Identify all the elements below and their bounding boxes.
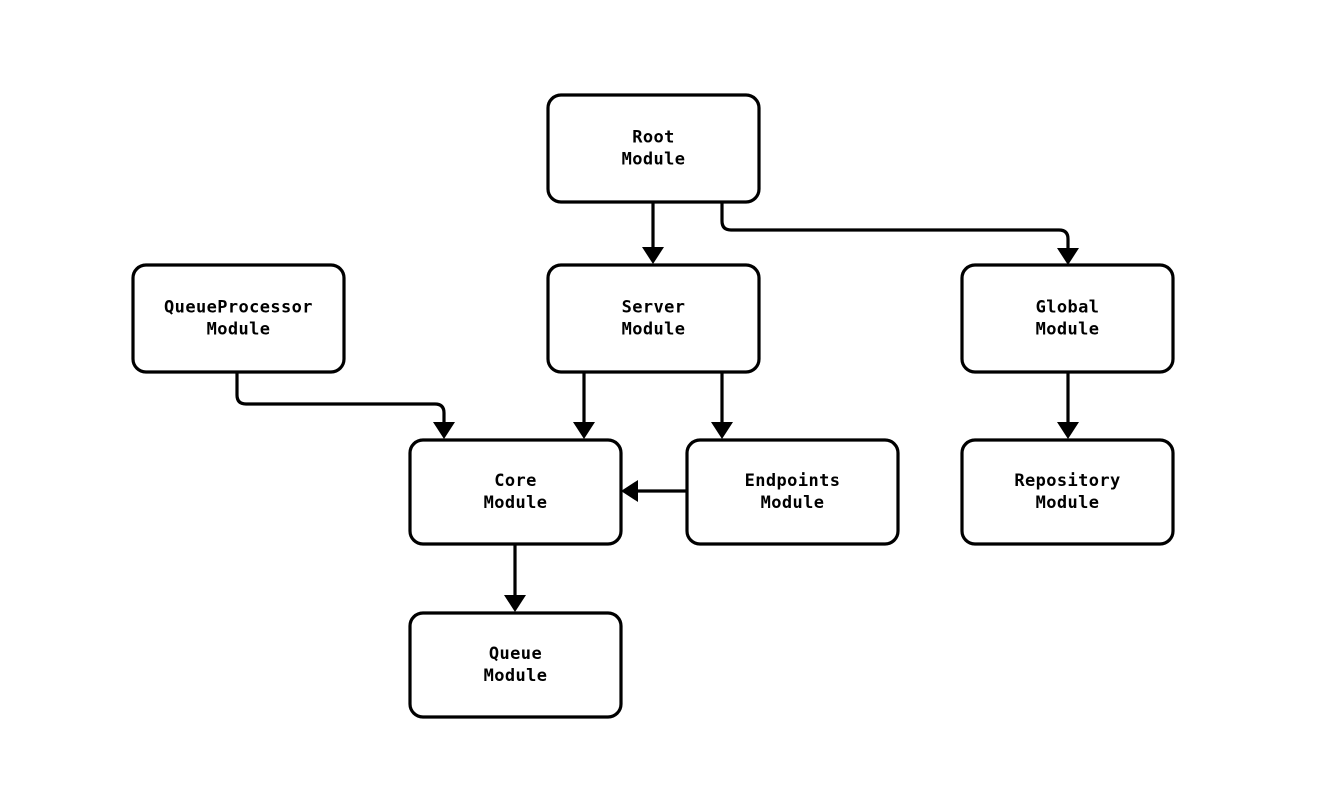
edge-root-to-global (720, 202, 1079, 265)
arrowhead-icon (642, 247, 664, 264)
edges-layer (235, 202, 1079, 612)
edge-server-to-core (573, 372, 595, 439)
node-label-primary: Queue (489, 644, 542, 664)
node-label-primary: Endpoints (745, 471, 841, 491)
node-label-primary: Root (632, 128, 675, 148)
node-label-primary: QueueProcessor (164, 298, 313, 318)
node-label-primary: Repository (1014, 471, 1120, 491)
arrowhead-icon (1057, 248, 1079, 265)
node-label-primary: Global (1036, 298, 1100, 318)
node-label-secondary: Module (1036, 320, 1100, 340)
node-label-primary: Server (622, 298, 686, 318)
node-box[interactable] (960, 438, 1175, 546)
arrowhead-icon (573, 422, 595, 439)
node-label-secondary: Module (484, 666, 548, 686)
node-label-primary: Core (494, 471, 537, 491)
node-box[interactable] (960, 263, 1175, 374)
node-label-secondary: Module (207, 320, 271, 340)
arrowhead-icon (433, 422, 455, 439)
edge-root-to-server (642, 202, 664, 264)
node-label-secondary: Module (484, 493, 548, 513)
node-box[interactable] (546, 263, 761, 374)
node-label-secondary: Module (622, 320, 686, 340)
edge-server-to-endpoints (711, 372, 733, 439)
edge-global-to-repository (1057, 372, 1079, 439)
node-box[interactable] (408, 438, 623, 546)
node-label-secondary: Module (622, 150, 686, 170)
node-box[interactable] (131, 263, 346, 374)
node-label-secondary: Module (1036, 493, 1100, 513)
arrowhead-icon (1057, 422, 1079, 439)
edge-endpoints-to-core (621, 480, 687, 502)
node-label-secondary: Module (761, 493, 825, 513)
arrowhead-icon (621, 480, 638, 502)
edge-queueprocessor-to-core (235, 372, 455, 439)
edge-line (235, 372, 446, 425)
node-box[interactable] (408, 611, 623, 719)
arrowhead-icon (711, 422, 733, 439)
node-box[interactable] (685, 438, 900, 546)
edge-line (720, 202, 1070, 251)
node-box[interactable] (546, 93, 761, 204)
nodes-layer: RootModuleQueueProcessorModuleServerModu… (131, 93, 1175, 719)
edge-core-to-queue (504, 544, 526, 612)
arrowhead-icon (504, 595, 526, 612)
